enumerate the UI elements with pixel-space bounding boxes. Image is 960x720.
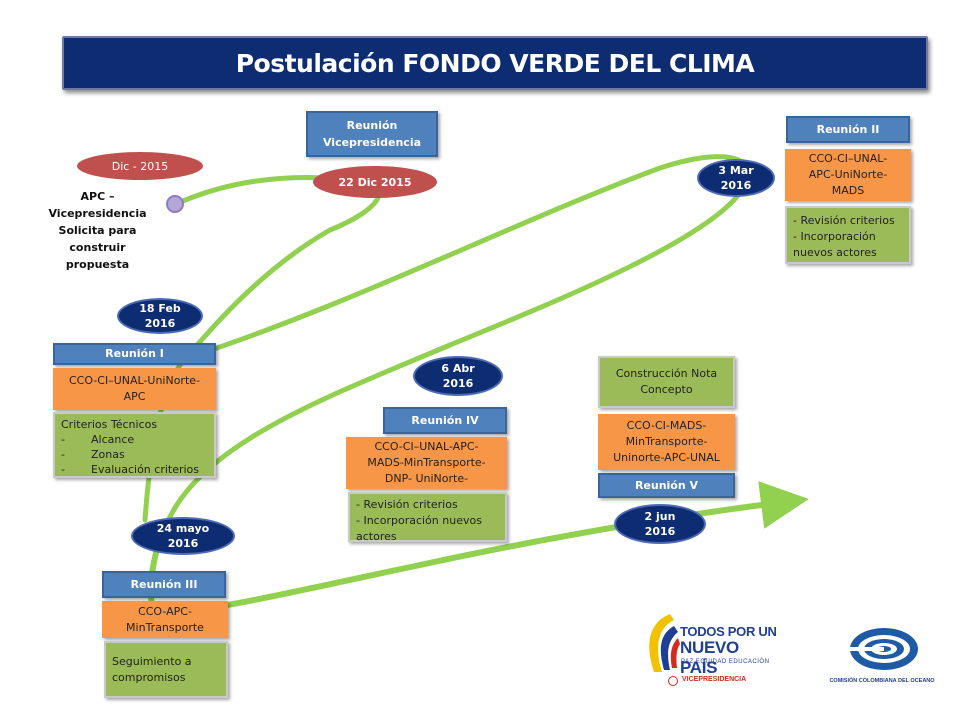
- reunion4-label: Reunión IV: [383, 407, 507, 434]
- reunion1-label: Reunión I: [53, 343, 216, 365]
- reunion1-date-line: 2016: [144, 317, 176, 330]
- cco-logo: COMISIÓN COLOMBIANA DEL OCEANO: [812, 626, 952, 692]
- vicepresidencia-date-badge: 22 Dic 2015: [313, 166, 437, 198]
- colombia-flag-swoosh-icon: [649, 614, 680, 672]
- reunion1-topics: Criterios Técnicos -Alcance -Zonas -Eval…: [53, 412, 216, 478]
- reunion1-topics-heading: Criterios Técnicos: [61, 418, 158, 431]
- reunion5-date-badge: 2 jun 2016: [614, 504, 706, 544]
- start-note-line: Solicita para construir: [58, 224, 137, 254]
- reunion3-label: Reunión III: [102, 571, 226, 598]
- cco-eye-icon: [848, 628, 918, 670]
- todos-por-un-nuevo-pais-logo: TODOS POR UN NUEVO PAÍS PAZ EQUIDAD EDUC…: [640, 608, 780, 688]
- reunion2-participants-line: APC-UniNorte-: [808, 168, 888, 181]
- reunion4-participants: CCO-CI–UNAL-APC- MADS-MinTransporte- DNP…: [346, 437, 507, 489]
- reunion2-date-line: 2016: [720, 179, 752, 192]
- tpunp-line3: PAZ EQUIDAD EDUCACIÓN: [681, 659, 770, 665]
- reunion1-topic-item: -Alcance: [61, 433, 135, 446]
- reunion3-topic-item: Seguimiento a: [112, 654, 192, 668]
- page-title: Postulación FONDO VERDE DEL CLIMA: [62, 36, 928, 90]
- reunion5-concept-note: Construcción Nota Concepto: [598, 356, 735, 408]
- reunion5-date-line: 2016: [644, 525, 676, 538]
- reunion5-participants-line: Uninorte-APC-UNAL: [613, 451, 720, 464]
- reunion1-topic-item: -Evaluación criterios: [61, 463, 200, 476]
- reunion2-label: Reunión II: [786, 116, 910, 143]
- vicepresidencia-meeting-label: Reunión Vicepresidencia: [306, 111, 438, 157]
- reunion5-date-line: 2 jun: [644, 510, 676, 523]
- reunion4-topic-item: - Incorporación nuevos: [356, 514, 482, 527]
- reunion2-topic-item: - Revisión criterios: [793, 214, 895, 227]
- reunion1-date-line: 18 Feb: [139, 302, 181, 315]
- reunion2-topic-item: nuevos actores: [793, 246, 877, 259]
- reunion1-participants: CCO-CI–UNAL-UniNorte- APC: [53, 368, 216, 410]
- reunion3-participants-line: MinTransporte: [126, 620, 204, 634]
- reunion4-topic-item: actores: [356, 530, 397, 543]
- reunion4-participants-line: MADS-MinTransporte-: [367, 456, 486, 469]
- tpunp-line2: NUEVO PAÍS: [680, 638, 739, 677]
- reunion2-participants-line: CCO-CI–UNAL-: [808, 152, 888, 165]
- reunion2-participants: CCO-CI–UNAL- APC-UniNorte- MADS: [785, 149, 911, 201]
- vicepresidencia-seal-icon: [668, 676, 678, 686]
- reunion2-date-line: 3 Mar: [718, 164, 754, 177]
- reunion4-participants-line: DNP- UniNorte-: [384, 472, 469, 485]
- reunion1-date-badge: 18 Feb 2016: [117, 298, 203, 334]
- reunion3-participants-line: CCO-APC-: [138, 604, 192, 618]
- reunion5-participants-line: CCO-CI-MADS-: [626, 419, 707, 432]
- reunion1-topic-item: -Zonas: [61, 448, 125, 461]
- reunion3-participants: CCO-APC- MinTransporte: [102, 601, 228, 638]
- cco-logo-text: COMISIÓN COLOMBIANA DEL OCEANO: [829, 678, 935, 684]
- start-note: APC – Vicepresidencia Solicita para cons…: [30, 188, 165, 273]
- reunion5-concept-line: Concepto: [640, 383, 693, 396]
- reunion1-participants-line: APC: [123, 390, 146, 403]
- start-note-line: propuesta: [65, 258, 130, 271]
- reunion2-topics: - Revisión criterios - Incorporación nue…: [785, 206, 911, 264]
- reunion4-date-badge: 6 Abr 2016: [413, 356, 503, 396]
- reunion5-participants-line: MinTransporte-: [625, 435, 708, 448]
- reunion3-topic-item: compromisos: [112, 670, 186, 684]
- reunion2-topic-item: - Incorporación: [793, 230, 876, 243]
- start-date-badge: Dic - 2015: [77, 152, 203, 180]
- vicepresidencia-label-line: Vicepresidencia: [322, 136, 422, 149]
- reunion1-participants-line: CCO-CI–UNAL-UniNorte-: [68, 374, 201, 387]
- reunion4-topic-item: - Revisión criterios: [356, 498, 458, 511]
- reunion4-participants-line: CCO-CI–UNAL-APC-: [374, 440, 479, 453]
- vicepresidencia-logo-text: VICEPRESIDENCIA: [682, 676, 747, 683]
- vicepresidencia-label-line: Reunión: [346, 119, 398, 132]
- reunion5-label: Reunión V: [598, 473, 735, 498]
- reunion2-date-badge: 3 Mar 2016: [697, 159, 775, 197]
- reunion3-topics: Seguimiento a compromisos: [104, 641, 228, 698]
- reunion5-concept-line: Construcción Nota: [615, 367, 718, 380]
- reunion2-participants-line: MADS: [831, 184, 865, 197]
- reunion4-topics: - Revisión criterios - Incorporación nue…: [348, 492, 507, 543]
- tpunp-line1: TODOS POR UN: [680, 624, 777, 639]
- reunion5-participants: CCO-CI-MADS- MinTransporte- Uninorte-APC…: [598, 414, 735, 470]
- start-note-line: APC – Vicepresidencia: [48, 190, 147, 220]
- reunion3-date-badge: 24 mayo 2016: [131, 517, 235, 555]
- reunion4-date-line: 6 Abr: [441, 362, 475, 375]
- reunion3-date-line: 24 mayo: [156, 522, 210, 535]
- reunion4-date-line: 2016: [442, 377, 474, 390]
- reunion3-date-line: 2016: [167, 537, 199, 550]
- start-node: [166, 195, 184, 213]
